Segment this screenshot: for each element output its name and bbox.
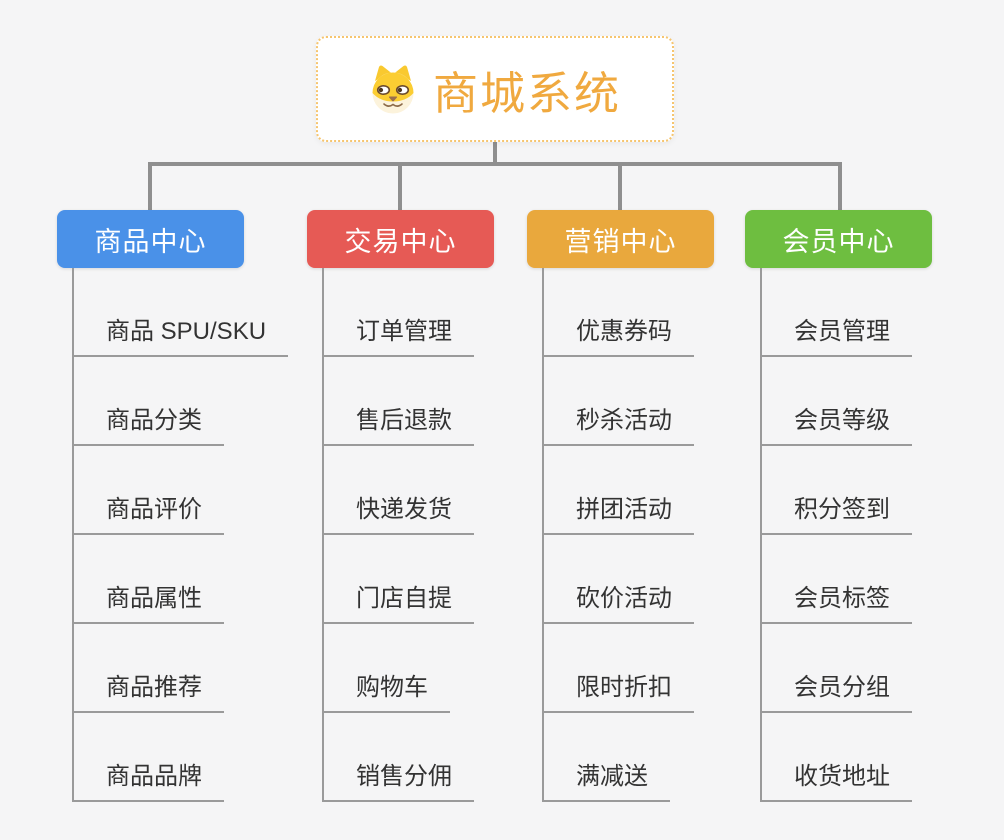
branch-marketing-center: 营销中心 优惠券码 秒杀活动 拼团活动 砍价活动 限时折扣 满减送: [527, 210, 714, 802]
branch-trade-center: 交易中心 订单管理 售后退款 快递发货 门店自提 购物车 销售分佣: [307, 210, 494, 802]
child-topic[interactable]: 商品推荐: [72, 674, 224, 713]
child-topic[interactable]: 会员标签: [760, 585, 912, 624]
branch-product-center: 商品中心 商品 SPU/SKU 商品分类 商品评价 商品属性 商品推荐 商品品牌: [57, 210, 289, 802]
shiba-dog-icon: [372, 65, 414, 114]
child-topic[interactable]: 订单管理: [322, 318, 474, 357]
branch-topic[interactable]: 交易中心: [307, 210, 494, 268]
child-topic[interactable]: 销售分佣: [322, 763, 474, 802]
child-topic[interactable]: 秒杀活动: [542, 407, 694, 446]
branch-connector-line: [72, 268, 74, 802]
child-topic[interactable]: 商品分类: [72, 407, 224, 446]
child-topic[interactable]: 商品评价: [72, 496, 224, 535]
child-topic[interactable]: 商品品牌: [72, 763, 224, 802]
branch-member-center: 会员中心 会员管理 会员等级 积分签到 会员标签 会员分组 收货地址: [745, 210, 932, 802]
connector-root-stem: [493, 141, 497, 164]
child-topic[interactable]: 会员分组: [760, 674, 912, 713]
connector-drop-branch-4: [838, 162, 842, 210]
child-topic[interactable]: 会员等级: [760, 407, 912, 446]
child-topic[interactable]: 优惠券码: [542, 318, 694, 357]
child-topic[interactable]: 会员管理: [760, 318, 912, 357]
branch-connector-line: [760, 268, 762, 802]
branch-topic[interactable]: 会员中心: [745, 210, 932, 268]
child-topic[interactable]: 门店自提: [322, 585, 474, 624]
child-topic[interactable]: 收货地址: [760, 763, 912, 802]
child-topic[interactable]: 砍价活动: [542, 585, 694, 624]
child-topic[interactable]: 商品属性: [72, 585, 224, 624]
branch-connector-line: [542, 268, 544, 802]
connector-horizontal-bar: [148, 162, 842, 166]
child-topic[interactable]: 拼团活动: [542, 496, 694, 535]
branch-topic[interactable]: 商品中心: [57, 210, 244, 268]
branch-connector-line: [322, 268, 324, 802]
connector-drop-branch-3: [618, 162, 622, 210]
child-topic[interactable]: 满减送: [542, 763, 670, 802]
branch-topic[interactable]: 营销中心: [527, 210, 714, 268]
child-topic[interactable]: 积分签到: [760, 496, 912, 535]
child-topic[interactable]: 售后退款: [322, 407, 474, 446]
child-topic[interactable]: 快递发货: [322, 496, 474, 535]
connector-drop-branch-2: [398, 162, 402, 210]
child-topic[interactable]: 限时折扣: [542, 674, 694, 713]
root-topic-title: 商城系统: [432, 67, 621, 119]
child-topic[interactable]: 购物车: [322, 674, 450, 713]
root-topic[interactable]: 商城系统: [316, 36, 674, 142]
child-topic[interactable]: 商品 SPU/SKU: [72, 318, 289, 357]
connector-drop-branch-1: [148, 162, 152, 210]
